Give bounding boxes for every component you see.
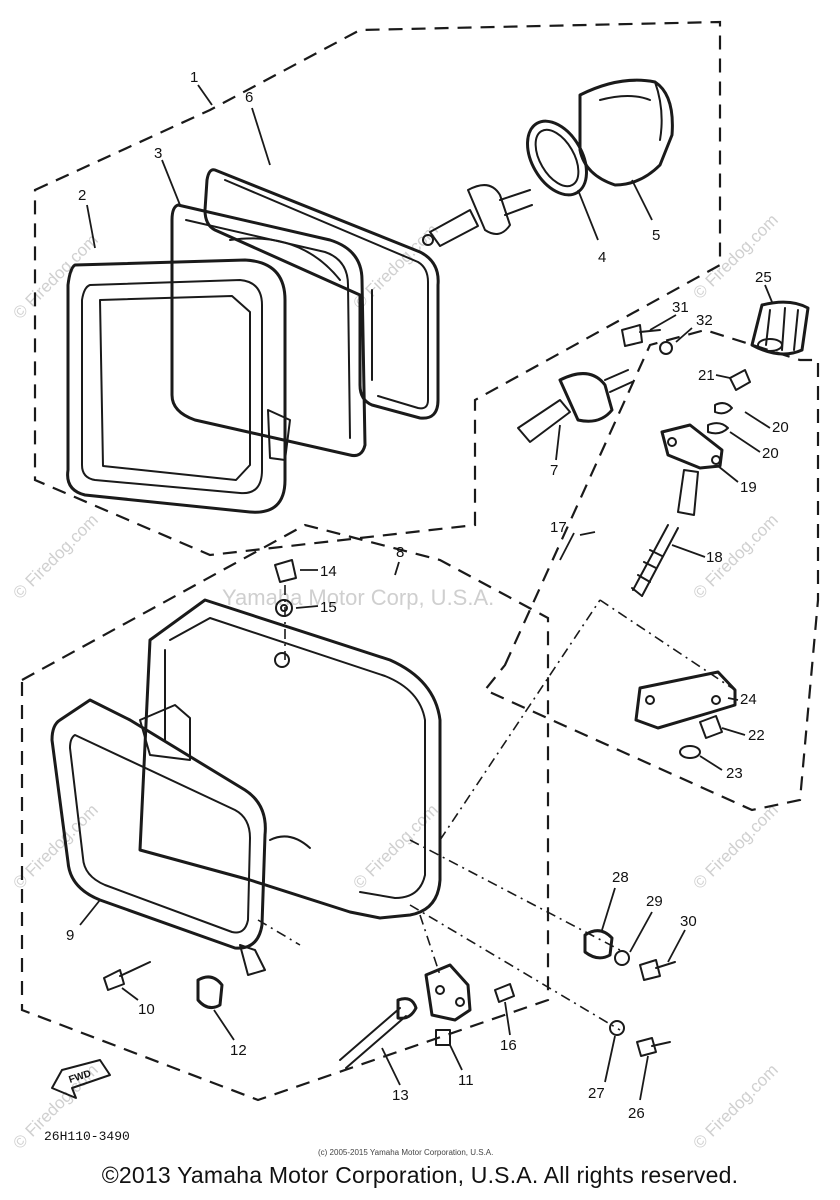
callout-23: 23 bbox=[726, 765, 743, 782]
callout-10: 10 bbox=[138, 1001, 155, 1018]
callout-9: 9 bbox=[66, 927, 74, 944]
assembly-1-outline bbox=[33, 20, 722, 557]
callout-28: 28 bbox=[612, 869, 629, 886]
callout-7: 7 bbox=[550, 462, 558, 479]
callout-15: 15 bbox=[320, 599, 337, 616]
watermark-yamaha: Yamaha Motor Corp, U.S.A. bbox=[222, 585, 494, 610]
assembly-17-outline bbox=[483, 328, 820, 812]
part-5-cover bbox=[578, 78, 674, 187]
part-1-bulb bbox=[422, 184, 533, 247]
part-3-lens bbox=[170, 203, 367, 457]
callout-31: 31 bbox=[672, 299, 689, 316]
part-14-15-bolt bbox=[274, 559, 297, 617]
part-31-32-screw bbox=[621, 324, 673, 355]
part-right-hardware bbox=[583, 929, 676, 1057]
callout-20a: 20 bbox=[772, 419, 789, 436]
callout-24: 24 bbox=[740, 691, 757, 708]
callout-32: 32 bbox=[696, 312, 713, 329]
callout-8: 8 bbox=[396, 544, 404, 561]
watermark-firedog: © Firedog.com bbox=[689, 1060, 781, 1152]
callout-26: 26 bbox=[628, 1105, 645, 1122]
part-lower-hardware bbox=[103, 961, 515, 1069]
callout-14: 14 bbox=[320, 563, 337, 580]
callout-20b: 20 bbox=[762, 445, 779, 462]
callout-3: 3 bbox=[154, 145, 162, 162]
part-6-gasket bbox=[203, 168, 440, 420]
assembly-lines bbox=[257, 585, 736, 1031]
callout-22: 22 bbox=[748, 727, 765, 744]
callout-25: 25 bbox=[755, 269, 772, 286]
watermark-firedog: © Firedog.com bbox=[9, 510, 101, 602]
group-outlines bbox=[20, 20, 820, 1102]
callout-11: 11 bbox=[458, 1072, 474, 1089]
watermark-firedog: © Firedog.com bbox=[689, 800, 781, 892]
callout-1: 1 bbox=[190, 69, 198, 86]
small-copyright: (c) 2005-2015 Yamaha Motor Corporation, … bbox=[318, 1148, 493, 1157]
part-25-knob bbox=[750, 300, 810, 356]
callout-29: 29 bbox=[646, 893, 663, 910]
diagram-code: 26H110-3490 bbox=[44, 1129, 130, 1144]
callout-4: 4 bbox=[598, 249, 606, 266]
callout-12: 12 bbox=[230, 1042, 247, 1059]
part-2-rim bbox=[66, 258, 291, 514]
watermark-firedog: © Firedog.com bbox=[349, 800, 441, 892]
callout-27: 27 bbox=[588, 1085, 605, 1102]
part-17-adjuster bbox=[631, 369, 751, 759]
watermark-firedog: © Firedog.com bbox=[689, 210, 781, 302]
leader-lines bbox=[79, 84, 773, 1101]
part-8-case bbox=[138, 598, 442, 920]
callout-19: 19 bbox=[740, 479, 757, 496]
callout-2: 2 bbox=[78, 187, 86, 204]
callout-17: 17 bbox=[550, 519, 567, 536]
assembly-8-outline bbox=[20, 523, 550, 1102]
copyright-notice: ©2013 Yamaha Motor Corporation, U.S.A. A… bbox=[101, 1162, 739, 1188]
watermark-firedog: © Firedog.com bbox=[9, 800, 101, 892]
callout-16: 16 bbox=[500, 1037, 517, 1054]
callout-6: 6 bbox=[245, 89, 253, 106]
callout-30: 30 bbox=[680, 913, 697, 930]
callout-5: 5 bbox=[652, 227, 660, 244]
part-9-rim bbox=[50, 698, 267, 976]
callout-18: 18 bbox=[706, 549, 723, 566]
callout-21: 21 bbox=[698, 367, 715, 384]
callout-numbers: 1 2 3 4 5 6 7 8 9 10 11 12 13 14 15 16 1… bbox=[66, 69, 789, 1122]
watermark-firedog: © Firedog.com bbox=[9, 230, 101, 322]
callout-13: 13 bbox=[392, 1087, 409, 1104]
part-7-bulb bbox=[517, 369, 633, 443]
